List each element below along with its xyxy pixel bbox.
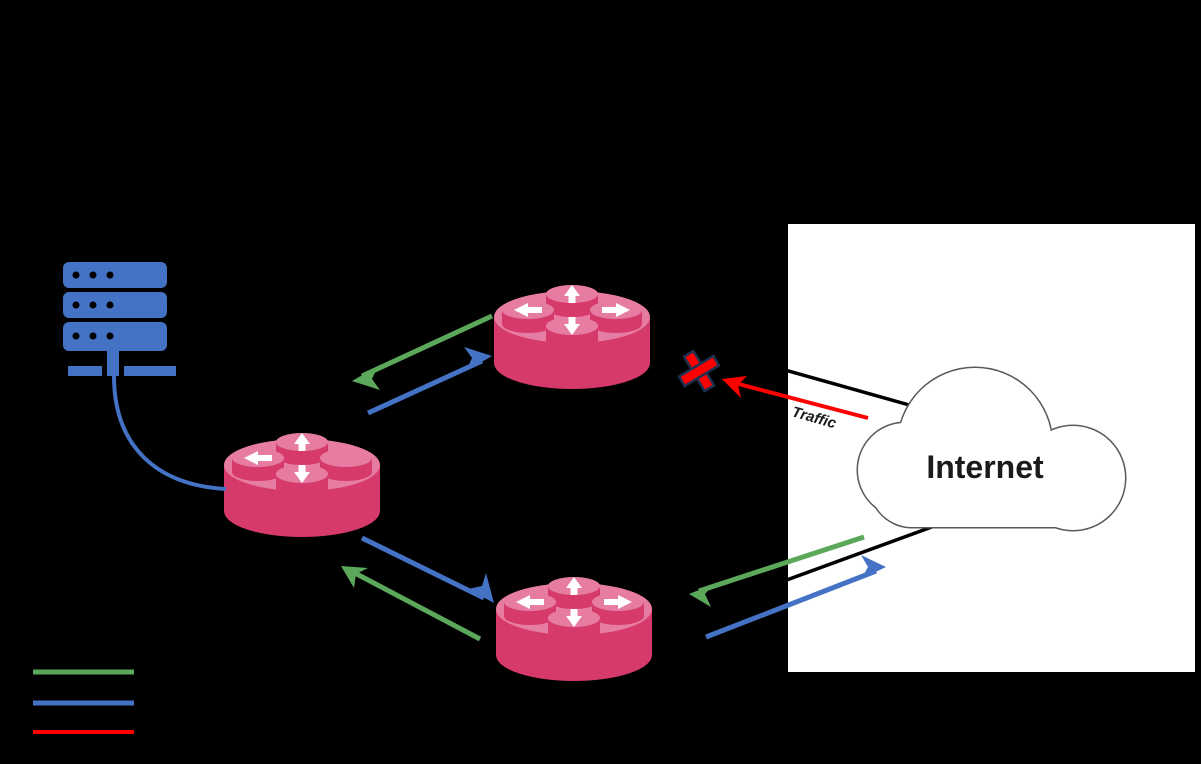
router-central-icon <box>224 433 380 537</box>
blue-arrow-bottom <box>360 535 494 603</box>
link-top-router-cloud <box>649 330 921 410</box>
blue-arrow-cloud-out <box>705 555 886 640</box>
green-arrow-bottom <box>341 566 482 642</box>
green-arrow-top <box>352 313 494 390</box>
blocked-x-icon <box>677 349 721 393</box>
green-arrow-cloud-in <box>689 534 865 607</box>
link-server-central-router <box>112 375 227 491</box>
server-icon <box>63 262 176 376</box>
legend <box>33 669 134 734</box>
link-bottom-router-cloud <box>654 522 941 630</box>
internet-label: Internet <box>926 449 1044 485</box>
router-bottom-icon <box>496 577 652 681</box>
red-arrow-blocked <box>722 376 869 420</box>
blue-arrow-top <box>366 347 492 416</box>
internet-cloud-icon: Internet <box>856 366 1127 532</box>
router-top-icon <box>494 285 650 389</box>
